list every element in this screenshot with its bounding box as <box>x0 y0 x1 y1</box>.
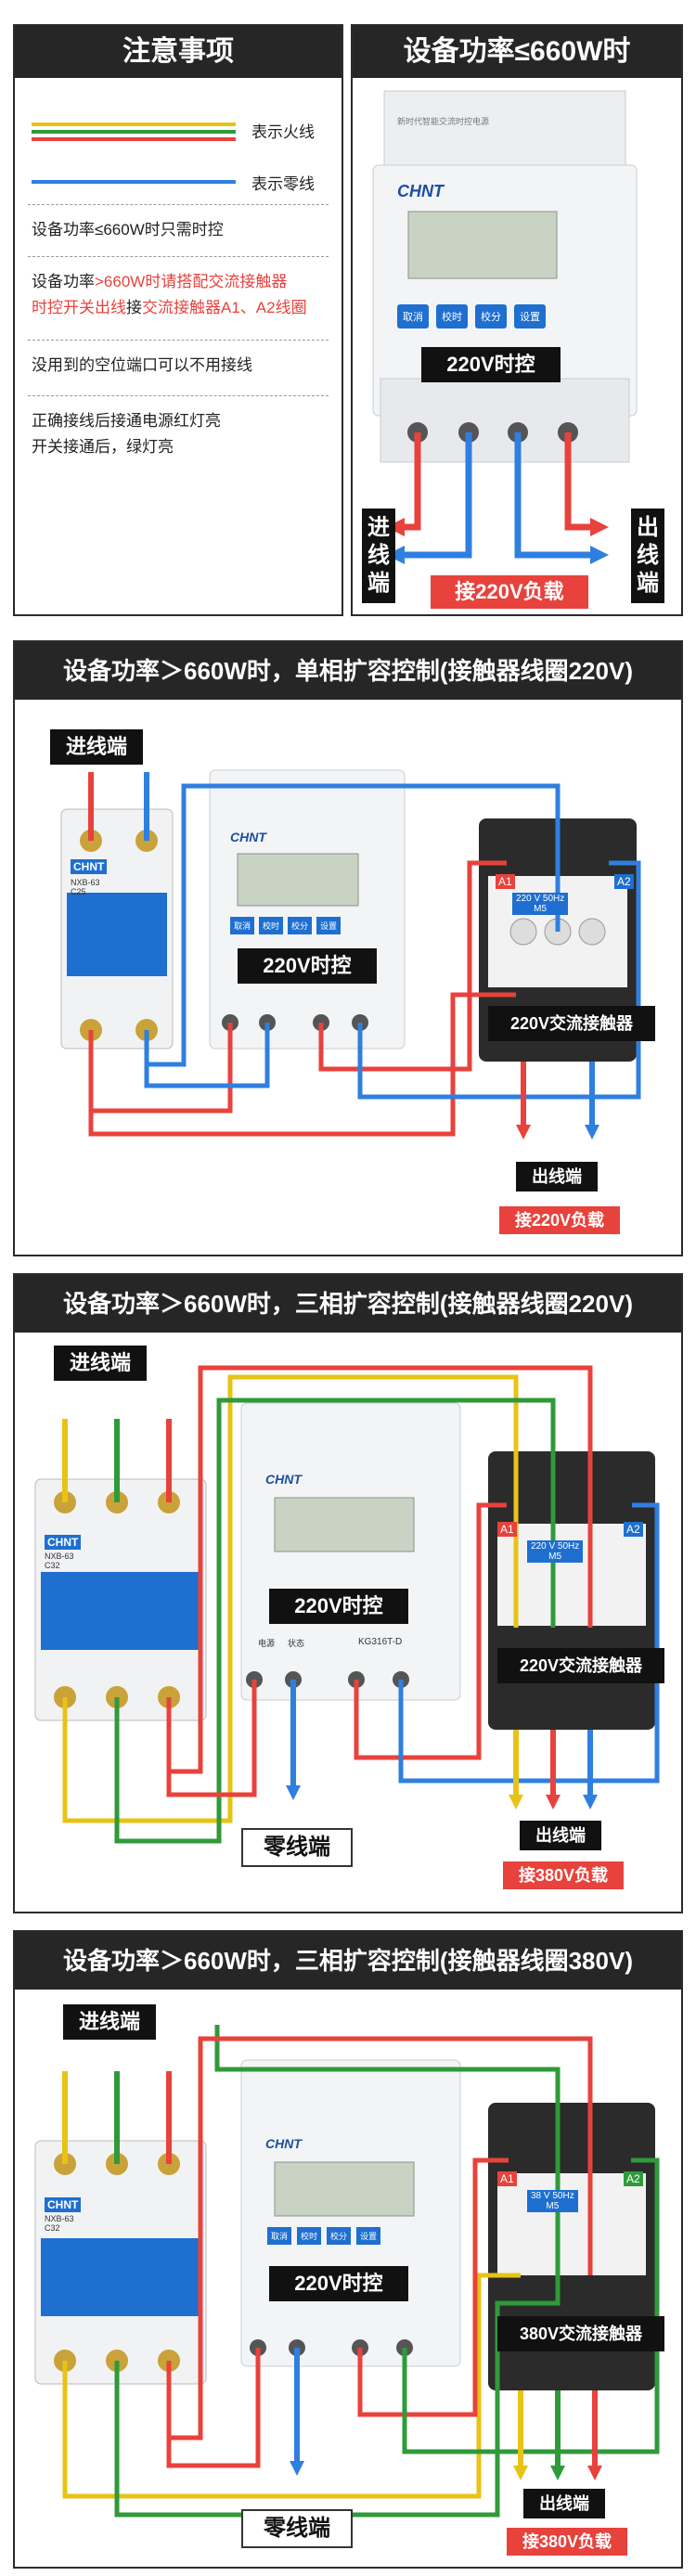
settings-button[interactable]: 设置 <box>316 917 342 934</box>
p2-a2-terminal: A2 <box>614 874 634 889</box>
p3-out-label: 出线端 <box>520 1821 601 1850</box>
p3-contactor-label: 220V交流接触器 <box>497 1648 664 1683</box>
panel2-title: 设备功率＞660W时，单相扩容控制(接触器线圈220V) <box>15 642 681 700</box>
state-led-label: 状态 <box>288 1639 305 1648</box>
button-row: 取消 校时 校分 设置 <box>397 304 546 328</box>
p2-contactor-label: 220V交流接触器 <box>488 1006 655 1041</box>
set-hour-button[interactable]: 校时 <box>259 917 284 934</box>
p3-coil-rating: 220 V 50Hz M5 <box>527 1540 584 1563</box>
panel3-title: 设备功率＞660W时，三相扩容控制(接触器线圈220V) <box>15 1275 681 1333</box>
coil-voltage: 220 V 50Hz <box>531 1541 580 1552</box>
p3-load-label: 接380V负载 <box>503 1861 624 1889</box>
single-phase-panel: 设备功率＞660W时，单相扩容控制(接触器线圈220V) 进线端 CHNT NX… <box>13 640 683 1256</box>
note-text: 接 <box>126 299 142 316</box>
cancel-button[interactable]: 取消 <box>267 2227 292 2245</box>
p2-load-label: 接220V负载 <box>499 1206 620 1234</box>
three-phase-380v-panel: 设备功率＞660W时，三相扩容控制(接触器线圈380V) 进线端 CHNT NX… <box>13 1930 683 2569</box>
settings-button[interactable]: 设置 <box>356 2227 381 2245</box>
p2-a1-terminal: A1 <box>496 874 515 889</box>
timer-label: 220V时控 <box>421 347 561 382</box>
divider <box>28 204 329 205</box>
legend-live-label: 表示火线 <box>251 123 315 141</box>
contactor-model: M5 <box>548 1552 562 1562</box>
settings-button[interactable]: 设置 <box>514 304 546 328</box>
p2-timer-brand: CHNT <box>230 830 266 844</box>
note-line-2: 设备功率>660W时请搭配交流接触器 时控开关出线接交流接触器A1、A2线圈 <box>32 269 330 321</box>
p3-breaker-rating: C32 <box>45 1561 60 1570</box>
note-text: 开关接通后，绿灯亮 <box>32 438 174 456</box>
p3-a1-terminal: A1 <box>497 1522 517 1537</box>
basic-wiring-panel: 设备功率≤660W时 新时代智能交流时控电源 CHNT 取消 校时 校分 设置 … <box>351 24 683 616</box>
p3-in-label: 进线端 <box>54 1346 147 1381</box>
coil-voltage: 220 V 50Hz <box>516 894 565 904</box>
note-line-1: 设备功率≤660W时只需时控 <box>32 221 224 238</box>
three-phase-220v-panel: 设备功率＞660W时，三相扩容控制(接触器线圈220V) 进线端 CHNT NX… <box>13 1273 683 1913</box>
p4-breaker-rating: C32 <box>45 2223 60 2233</box>
note-text: 正确接线后接通电源红灯亮 <box>32 412 221 430</box>
p2-timer-label: 220V时控 <box>238 948 377 984</box>
p2-breaker-brand: CHNT <box>71 859 108 874</box>
brand-logo: CHNT <box>397 182 444 200</box>
note-line-3: 没用到的空位端口可以不用接线 <box>32 356 252 374</box>
panel4-title: 设备功率＞660W时，三相扩容控制(接触器线圈380V) <box>15 1932 681 1990</box>
p3-a2-terminal: A2 <box>624 1522 643 1537</box>
note-text-red: 时控开关出线 <box>32 299 126 316</box>
load-label: 接220V负载 <box>431 575 588 609</box>
divider <box>28 395 329 396</box>
p4-breaker-brand: CHNT <box>45 2197 82 2212</box>
note-text-red: 交流接触器A1、A2线圈 <box>142 299 307 316</box>
p3-neutral-label: 零线端 <box>241 1828 353 1867</box>
p2-breaker-rating: C25 <box>71 887 86 896</box>
contactor-model: M5 <box>546 2201 560 2211</box>
cancel-button[interactable]: 取消 <box>397 304 429 328</box>
p4-button-row: 取消 校时 校分 设置 <box>267 2227 381 2245</box>
p3-led-row: 电源 状态 <box>258 1637 304 1649</box>
set-hour-button[interactable]: 校时 <box>436 304 468 328</box>
device-header-text: 新时代智能交流时控电源 <box>397 117 490 126</box>
p2-coil-rating: 220 V 50Hz M5 <box>512 893 569 915</box>
p4-neutral-label: 零线端 <box>241 2509 353 2548</box>
panel1-title: 设备功率≤660W时 <box>353 26 681 78</box>
divider <box>28 256 329 257</box>
note-text-red: >660W时请搭配交流接触器 <box>95 273 288 290</box>
p4-in-label: 进线端 <box>63 2004 156 2040</box>
p2-out-label: 出线端 <box>516 1162 598 1191</box>
set-minute-button[interactable]: 校分 <box>475 304 507 328</box>
set-hour-button[interactable]: 校时 <box>297 2227 322 2245</box>
p4-a1-terminal: A1 <box>497 2171 517 2186</box>
p4-out-label: 出线端 <box>523 2489 605 2518</box>
cancel-button[interactable]: 取消 <box>230 917 255 934</box>
p3-timer-label: 220V时控 <box>269 1589 408 1624</box>
p4-coil-rating: 38 V 50Hz M5 <box>527 2190 578 2212</box>
p4-breaker-model: NXB-63 <box>45 2214 74 2223</box>
p4-contactor-label: 380V交流接触器 <box>497 2316 664 2351</box>
in-terminal-label: 进线端 <box>362 509 395 603</box>
p3-timer-brand: CHNT <box>265 1472 302 1487</box>
p3-model: KG316T-D <box>358 1637 403 1647</box>
coil-voltage: 38 V 50Hz <box>531 2191 574 2201</box>
p3-breaker-model: NXB-63 <box>45 1552 74 1561</box>
out-terminal-label: 出线端 <box>631 509 664 603</box>
p4-load-label: 接380V负载 <box>507 2528 627 2556</box>
p4-timer-label: 220V时控 <box>269 2266 408 2301</box>
notes-title: 注意事项 <box>15 26 342 78</box>
legend-neutral-label: 表示零线 <box>251 175 315 193</box>
set-minute-button[interactable]: 校分 <box>288 917 313 934</box>
note-line-4: 正确接线后接通电源红灯亮 开关接通后，绿灯亮 <box>32 408 330 460</box>
notes-panel: 注意事项 表示火线 表示零线 设备功率≤660W时只需时控 设备功率>660W时… <box>13 24 343 616</box>
power-led-label: 电源 <box>258 1639 276 1648</box>
p2-button-row: 取消 校时 校分 设置 <box>230 917 342 934</box>
p4-a2-terminal: A2 <box>624 2171 643 2186</box>
legend-lines <box>32 122 236 184</box>
contactor-model: M5 <box>534 904 548 914</box>
note-text: 设备功率 <box>32 273 95 290</box>
p4-timer-brand: CHNT <box>265 2136 302 2151</box>
p3-breaker-brand: CHNT <box>45 1535 82 1550</box>
p2-in-label: 进线端 <box>50 729 143 765</box>
divider <box>28 340 329 341</box>
p2-breaker-model: NXB-63 <box>71 878 100 887</box>
set-minute-button[interactable]: 校分 <box>327 2227 352 2245</box>
